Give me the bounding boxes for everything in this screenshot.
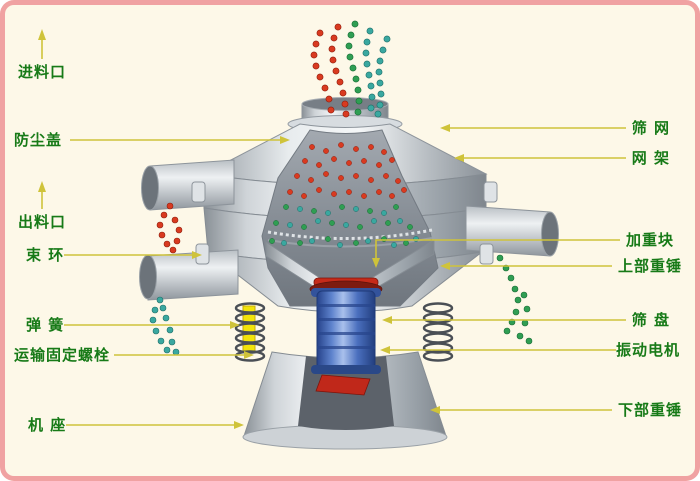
leader-lower-hammer (430, 406, 612, 414)
label-spring: 弹 簧 (26, 316, 65, 334)
clamp-ring-brackets (191, 181, 498, 265)
label-sieve-tray: 筛 盘 (631, 311, 670, 329)
spring-left (234, 302, 266, 362)
leader-upper-hammer (440, 262, 612, 270)
spring-right (422, 302, 454, 362)
mesh-frame-edge (267, 237, 433, 248)
leader-dust-cover (70, 136, 290, 144)
label-upper-hammer: 上部重锤 (617, 257, 682, 275)
vibration-motor-body (316, 290, 376, 370)
label-feed-inlet: 进料口 (18, 63, 67, 81)
label-transport-fixing-bolt: 运输固定螺栓 (14, 346, 111, 364)
leader-transport-fixing-bolt (114, 351, 254, 359)
label-vibration-motor: 振动电机 (615, 341, 680, 359)
machine-base-body (242, 351, 448, 450)
label-machine-base: 机 座 (28, 416, 67, 434)
interior-particles-upper (287, 142, 407, 199)
outlet-particles-right-green (496, 254, 533, 345)
leader-weight-block (372, 239, 620, 268)
leader-vibration-motor (380, 346, 616, 354)
label-clamp-ring: 束 环 (26, 246, 65, 264)
leader-lines (38, 29, 626, 429)
lower-hammer-weight (315, 374, 371, 396)
leader-machine-base (66, 421, 244, 429)
discharge-spout-upper-left (141, 159, 235, 211)
label-lower-hammer: 下部重锤 (617, 401, 682, 419)
leader-screen-mesh (440, 124, 626, 132)
cutaway-interior (261, 129, 439, 307)
feed-particles (310, 20, 391, 118)
leader-discharge-outlet (38, 181, 46, 209)
leader-spring (64, 321, 240, 329)
vibration-motor-assembly (309, 277, 383, 396)
label-mesh-frame: 网 架 (631, 149, 670, 167)
label-discharge-outlet: 出料口 (18, 213, 67, 231)
leader-clamp-ring (64, 251, 202, 259)
label-dust-cover: 防尘盖 (14, 131, 63, 149)
label-weight-block: 加重块 (625, 231, 674, 249)
discharge-spout-lower-left (139, 249, 239, 301)
label-screen-mesh: 筛 网 (631, 119, 670, 137)
screen-mesh-surface (267, 228, 433, 241)
leader-feed-inlet (38, 29, 46, 59)
outlet-particles-left-red (156, 202, 183, 254)
outlet-particles-left-teal (149, 296, 180, 356)
leader-sieve-tray (382, 316, 626, 324)
leader-mesh-frame (454, 154, 626, 162)
